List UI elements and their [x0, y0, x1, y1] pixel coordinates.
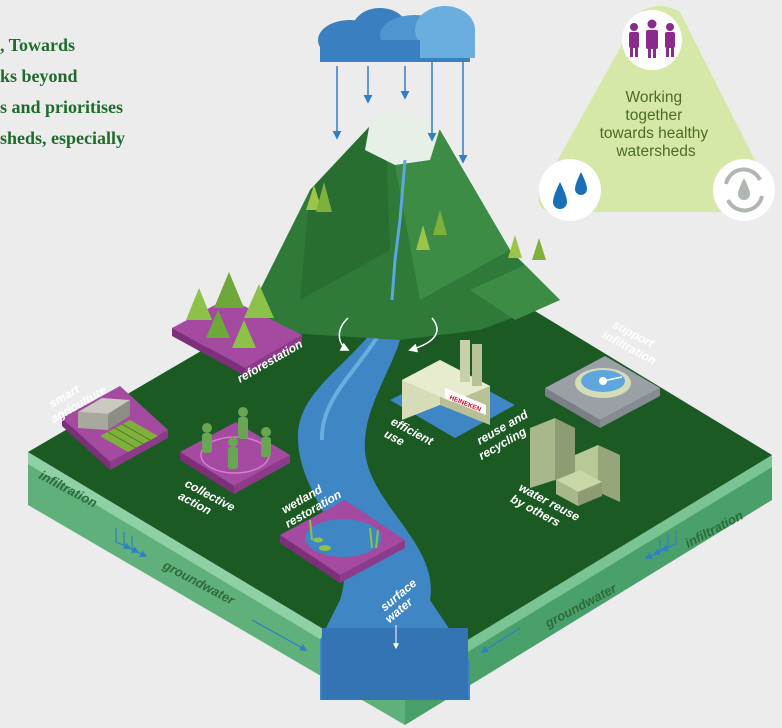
intro-line: sheds, especially [0, 128, 126, 148]
wetland-plot [280, 500, 405, 583]
town-buildings [530, 418, 620, 506]
brewery: HEINEKEN [390, 340, 515, 438]
infiltration-plant [545, 356, 660, 428]
watershed-badge: Working together towards healthy watersh… [538, 6, 775, 221]
collective-action-plot [180, 407, 290, 494]
smart-agriculture-plot [62, 386, 168, 470]
river [297, 299, 470, 700]
reforestation-plot [172, 272, 302, 376]
water-cycle-icon [724, 167, 764, 213]
intro-line: ks beyond [0, 66, 78, 86]
rain-arrows [332, 62, 468, 164]
mountain [240, 108, 560, 340]
infiltration-left-arrows [115, 528, 148, 558]
intro-line: , Towards [0, 35, 76, 55]
mountain-trees [306, 182, 546, 260]
intro-text: , Towards ks beyond s and prioritises sh… [0, 30, 125, 154]
runoff-arrows [338, 317, 438, 353]
badge-text: Working together towards healthy watersh… [600, 89, 713, 160]
groundwater-right-arrow [480, 627, 521, 653]
groundwater-left-arrow [251, 619, 308, 651]
rain-clouds [318, 6, 475, 62]
soil-block [28, 452, 772, 725]
intro-line: s and prioritises [0, 97, 124, 117]
infiltration-right-arrows [644, 530, 677, 560]
people-icon [629, 19, 675, 58]
water-drops-icon [553, 172, 587, 209]
